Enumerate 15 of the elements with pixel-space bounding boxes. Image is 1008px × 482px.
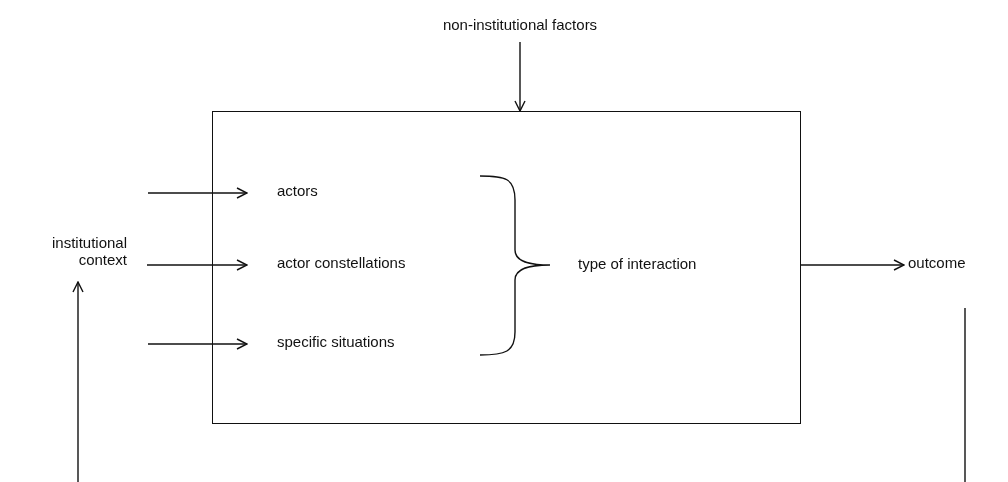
- arrow: [514, 41, 526, 112]
- connector-line: [964, 307, 966, 482]
- arrow: [800, 259, 905, 271]
- arrow: [147, 187, 248, 199]
- node-text: specific situations: [277, 333, 396, 350]
- arrow: [146, 259, 248, 271]
- node-text: outcome: [908, 254, 967, 271]
- node-text: institutional context: [50, 234, 127, 268]
- arrow: [147, 338, 248, 350]
- node-text: type of interaction: [578, 255, 698, 272]
- node-text: actor constellations: [277, 254, 407, 271]
- node-text: actors: [277, 182, 319, 199]
- node-text: non-institutional factors: [441, 16, 599, 33]
- arrow: [72, 281, 84, 482]
- process-box: [212, 111, 801, 424]
